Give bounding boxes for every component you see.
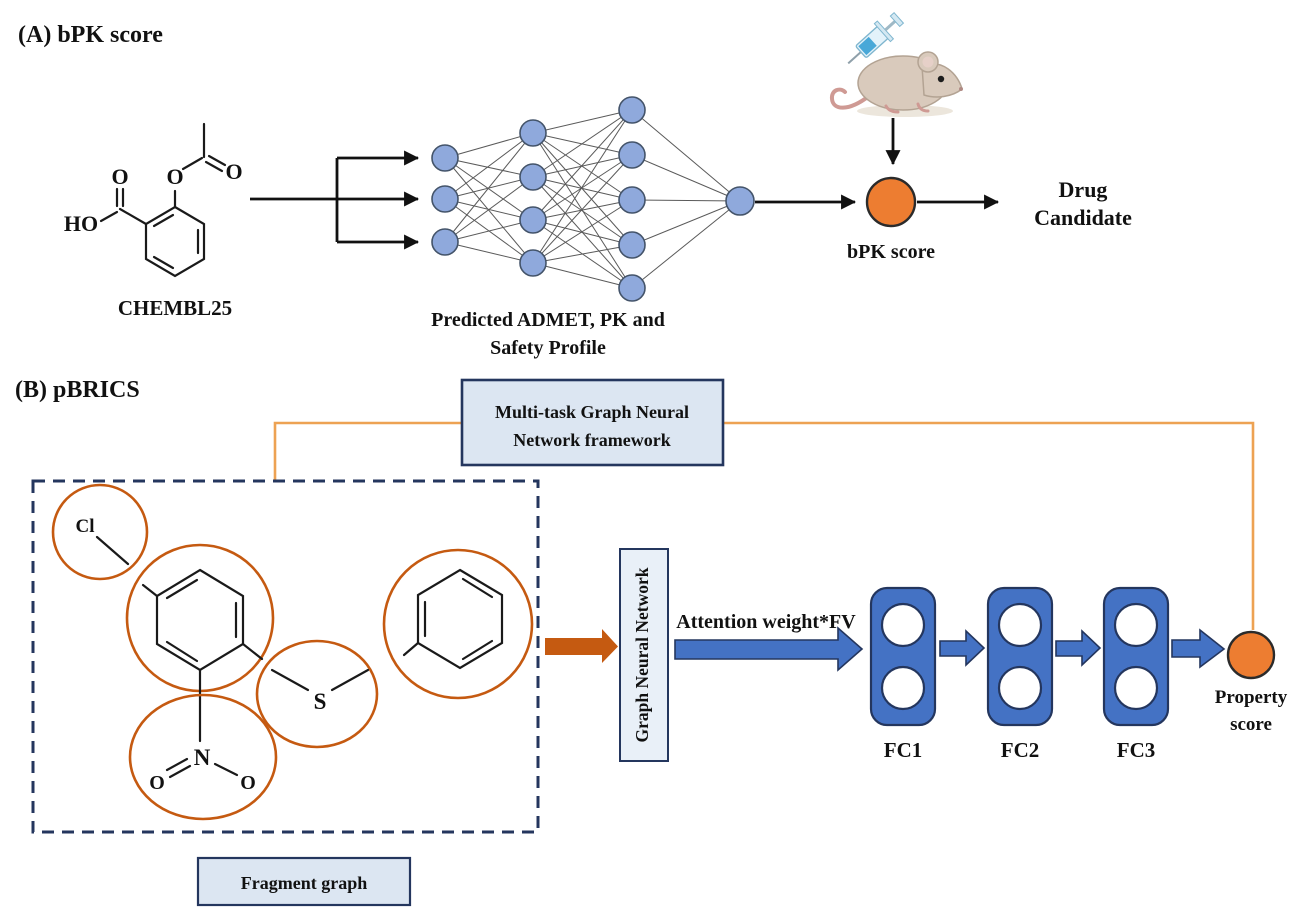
molecule-name: CHEMBL25 xyxy=(118,296,232,320)
connector-framework-to-fragments xyxy=(273,421,462,480)
atom-label-s: S xyxy=(314,689,327,714)
fc1-to-fc2-arrow xyxy=(939,629,986,667)
mouse-illustration xyxy=(829,12,963,117)
benzene-ring xyxy=(144,205,206,278)
mouse-eye xyxy=(937,75,945,83)
fc2-label: FC2 xyxy=(1001,738,1040,762)
attention-arrow: Attention weight*FV xyxy=(674,611,864,672)
drug-candidate-line1: Drug xyxy=(1059,177,1108,202)
fc3-to-property-arrow xyxy=(1171,628,1226,669)
atom-label-cl: Cl xyxy=(76,516,95,537)
aspirin-molecule: O O O HO CHEMBL25 xyxy=(64,122,243,320)
atom-label-carboxyl-o: O xyxy=(111,164,128,189)
fragment-cl: Cl xyxy=(51,483,149,581)
atom-label-nitro-o-right: O xyxy=(240,772,256,794)
fragment-benzene-right xyxy=(382,548,534,700)
framework-box: Multi-task Graph Neural Network framewor… xyxy=(460,378,725,467)
nn-caption-line2: Safety Profile xyxy=(490,337,606,359)
panel-b-title: (B) pBRICS xyxy=(15,377,140,403)
nn-caption-line1: Predicted ADMET, PK and xyxy=(431,309,665,331)
fragment-benzene-left xyxy=(125,543,275,743)
bpk-flow: bPK score Drug Candidate xyxy=(755,118,1132,263)
atom-label-ester-o: O xyxy=(166,164,183,189)
fc1-block: FC1 xyxy=(869,586,937,762)
connector-framework-to-property xyxy=(723,421,1255,630)
bpk-node-label: bPK score xyxy=(847,241,935,263)
syringe-icon xyxy=(847,12,905,65)
framework-box-line1: Multi-task Graph Neural xyxy=(495,402,689,422)
fragment-container-dashed-box xyxy=(31,479,540,834)
neural-network: Predicted ADMET, PK and Safety Profile xyxy=(431,96,755,359)
gnn-box-label: Graph Neural Network xyxy=(632,567,652,742)
mouse-tail xyxy=(829,87,871,110)
atom-label-nitro-o-left: O xyxy=(149,772,165,794)
atom-label-ho: HO xyxy=(64,211,98,236)
fragment-graph-label: Fragment graph xyxy=(241,873,367,893)
gnn-box: Graph Neural Network xyxy=(619,548,669,762)
mouse-feet xyxy=(884,102,930,114)
property-score-node: Property score xyxy=(1215,630,1288,735)
fragment-nitro: N O O xyxy=(128,693,278,821)
attention-arrow-label: Attention weight*FV xyxy=(676,611,856,633)
atom-label-carbonyl-o: O xyxy=(225,159,242,184)
panel-a-title: (A) bPK score xyxy=(18,22,163,48)
input-bracket-arrows xyxy=(250,150,420,250)
drug-candidate-line2: Candidate xyxy=(1034,205,1132,230)
property-score-line2: score xyxy=(1230,714,1272,735)
fc3-label: FC3 xyxy=(1117,738,1156,762)
fc1-label: FC1 xyxy=(884,738,923,762)
mouse-nose xyxy=(959,87,963,91)
fragment-graph-box: Fragment graph xyxy=(196,856,412,907)
fragment-thioether: S xyxy=(255,639,379,749)
fc2-block: FC2 xyxy=(986,586,1054,762)
mouse-ear-inner xyxy=(922,56,934,68)
nn-edges xyxy=(444,109,741,289)
property-score-line1: Property xyxy=(1215,687,1288,708)
fragments-to-gnn-arrow xyxy=(545,629,618,663)
fc2-to-fc3-arrow xyxy=(1055,629,1102,667)
mouse-shadow xyxy=(857,105,953,117)
framework-box-line2: Network framework xyxy=(513,430,670,450)
fc3-block: FC3 xyxy=(1102,586,1170,762)
atom-label-n: N xyxy=(194,745,211,770)
bpk-score-node xyxy=(865,176,917,228)
nn-nodes xyxy=(431,96,755,302)
